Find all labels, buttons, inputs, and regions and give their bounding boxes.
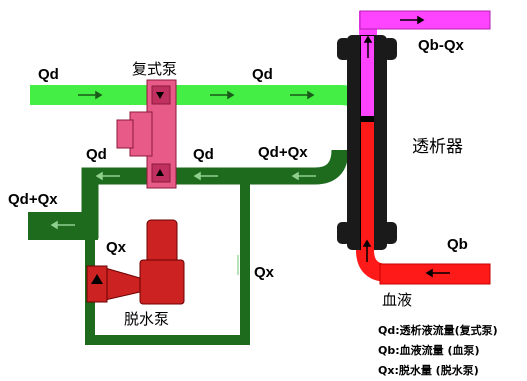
label-qx-left: Qx [106, 239, 127, 256]
legend-item-qx: Qx:脱水量 (脱水泵) [378, 364, 479, 377]
used-arrows [50, 171, 316, 230]
legend-item-qd: Qd:透析液流量(复式泵) [378, 324, 498, 337]
label-qx-right: Qx [254, 264, 275, 281]
label-qd-plus-qx-mid: Qd+Qx [258, 144, 308, 161]
blood-arrows [362, 15, 450, 278]
used-dialysate-pipe [30, 149, 349, 239]
used-dialysate-end [28, 212, 98, 240]
label-qd-left: Qd [38, 66, 59, 83]
ultrafiltration-pump [86, 219, 185, 305]
label-compound-pump: 复式泵 [132, 60, 178, 78]
label-qb-minus-qx: Qb-Qx [418, 37, 464, 54]
uf-pump-arrow [91, 274, 103, 284]
blood-pipe-end [379, 263, 491, 285]
used-dialysate-loop [85, 182, 250, 345]
pump-bottom-arrow [156, 169, 164, 176]
compound-pump [116, 79, 177, 189]
fresh-arrows [78, 90, 315, 100]
fresh-dialysate-start [30, 85, 80, 105]
label-qd-lower-mid: Qd [193, 146, 214, 163]
blood-out-end [359, 10, 491, 30]
label-ultrafiltration-pump: 脱水泵 [124, 310, 170, 328]
legend-item-qb: Qb:血液流量 (血泵) [378, 344, 480, 357]
label-qb: Qb [447, 236, 468, 253]
label-qd-lower-left: Qd [86, 146, 107, 163]
label-qd-plus-qx-left: Qd+Qx [8, 191, 58, 208]
pump-top-arrow [156, 92, 164, 99]
fresh-dialysate-pipe [30, 85, 378, 123]
dialyzer [337, 35, 397, 250]
label-qd-right: Qd [252, 66, 273, 83]
label-dialyzer: 透析器 [412, 137, 463, 157]
label-blood: 血液 [382, 291, 413, 309]
